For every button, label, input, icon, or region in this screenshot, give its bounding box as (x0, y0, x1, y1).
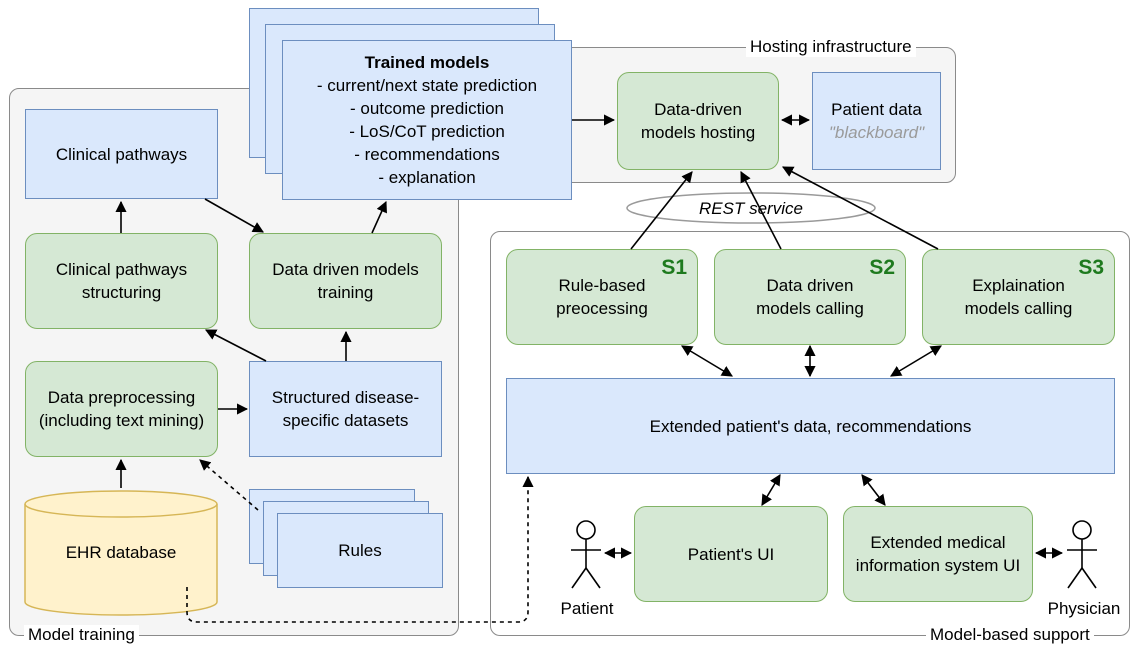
trained-models-item: - explanation (378, 168, 476, 187)
arrow-pathways-to-training (204, 198, 264, 233)
pathways-structuring-line: structuring (81, 283, 162, 302)
data-preprocessing-line: Data preprocessing (47, 388, 196, 407)
patient-actor-icon (571, 520, 601, 589)
patient-ui-label: Patient's UI (687, 544, 775, 564)
data-preprocessing-box: Data preprocessing (including text minin… (25, 361, 218, 457)
models-hosting-line: models hosting (640, 123, 756, 142)
trained-models-item: - current/next state prediction (316, 76, 538, 95)
s1-rule-based-box: S1 Rule-based preocessing (506, 249, 698, 345)
arrow-s2-to-hosting (740, 171, 782, 250)
s3-line: models calling (964, 299, 1073, 318)
data-preprocessing-line: (including text mining) (38, 411, 205, 430)
model-based-support-label: Model-based support (926, 625, 1094, 645)
model-training-label: Model training (24, 625, 139, 645)
clinical-pathways-label: Clinical pathways (55, 144, 188, 164)
rest-service-label: REST service (699, 199, 803, 218)
models-hosting-box: Data-driven models hosting (617, 72, 779, 170)
hosting-infrastructure-label: Hosting infrastructure (746, 37, 916, 57)
s2-models-calling-box: S2 Data driven models calling (714, 249, 906, 345)
arrow-s1-extended (681, 345, 733, 377)
s2-line: Data driven (766, 276, 854, 295)
trained-models-box: Trained models - current/next state pred… (282, 40, 572, 200)
s1-line: preocessing (556, 299, 648, 318)
models-training-line: Data driven models (272, 260, 419, 279)
patient-data-label: Patient data (831, 100, 922, 119)
trained-models-title: Trained models (364, 53, 490, 72)
patient-ui-box: Patient's UI (634, 506, 828, 602)
extended-patient-data-box: Extended patient's data, recommendations (506, 378, 1115, 474)
ehr-database-cylinder: EHR database (24, 490, 218, 616)
medical-ui-line: information system UI (855, 556, 1021, 575)
arrow-extended-medical-ui (861, 474, 886, 506)
structured-datasets-line: Structured disease- (271, 388, 420, 407)
rules-label: Rules (338, 541, 382, 560)
arrow-extended-patient-ui (761, 474, 781, 506)
arrow-s1-to-hosting (630, 171, 693, 250)
trained-models-item: - recommendations (354, 145, 500, 164)
patient-data-box: Patient data "blackboard" (812, 72, 941, 170)
trained-models-item: - outcome prediction (349, 99, 505, 118)
s1-tag: S1 (661, 256, 687, 279)
physician-label: Physician (1048, 599, 1121, 618)
extended-patient-data-label: Extended patient's data, recommendations (649, 416, 972, 436)
arrow-datasets-to-structuring (205, 329, 267, 362)
pathways-structuring-box: Clinical pathways structuring (25, 233, 218, 329)
ehr-database-label: EHR database (66, 543, 177, 562)
medical-ui-box: Extended medical information system UI (843, 506, 1033, 602)
s3-explanation-box: S3 Explaination models calling (922, 249, 1115, 345)
arrow-s3-extended (890, 345, 942, 377)
pathways-structuring-line: Clinical pathways (55, 260, 188, 279)
arrow-s3-to-hosting (782, 166, 939, 250)
models-training-box: Data driven models training (249, 233, 442, 329)
structured-datasets-line: specific datasets (282, 411, 409, 430)
clinical-pathways-box: Clinical pathways (25, 109, 218, 199)
patient-label: Patient (561, 599, 614, 618)
arrow-training-to-models (371, 200, 387, 234)
physician-actor-icon (1067, 520, 1097, 589)
s2-tag: S2 (869, 256, 895, 279)
medical-ui-line: Extended medical (870, 533, 1006, 552)
models-training-line: training (317, 283, 374, 302)
rest-service-ellipse: REST service (626, 192, 876, 224)
s1-line: Rule-based (558, 276, 646, 295)
trained-models-item: - LoS/CoT prediction (349, 122, 505, 141)
s2-line: models calling (756, 299, 864, 318)
arrow-ehr-to-extended (186, 475, 534, 623)
rules-box: Rules (277, 513, 443, 588)
s3-line: Explaination (972, 276, 1065, 295)
s3-tag: S3 (1078, 256, 1104, 279)
structured-datasets-box: Structured disease- specific datasets (249, 361, 442, 457)
models-hosting-line: Data-driven (654, 100, 742, 119)
blackboard-label: "blackboard" (828, 123, 925, 142)
